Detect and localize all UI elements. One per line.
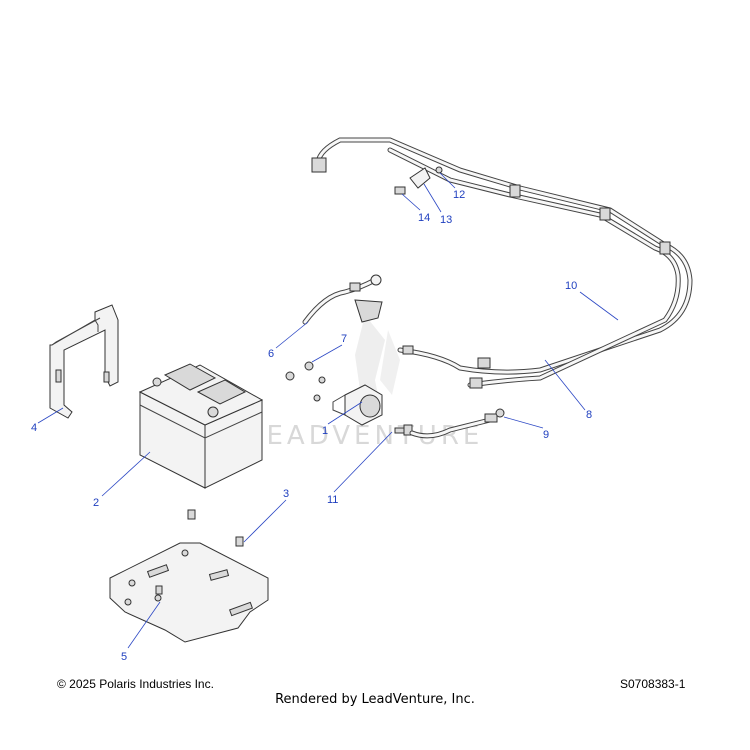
part-battery xyxy=(138,363,264,489)
callout-8: 8 xyxy=(586,409,592,421)
callout-labels: 1 2 3 4 5 6 7 8 9 10 11 12 13 14 xyxy=(31,189,592,663)
leader-12 xyxy=(439,172,456,189)
watermark-logo xyxy=(355,315,400,405)
leader-3 xyxy=(243,499,287,543)
leader-11 xyxy=(333,431,393,493)
part-clip-fasteners xyxy=(394,166,443,195)
leader-6 xyxy=(275,321,309,349)
part-cable-6 xyxy=(302,274,383,325)
leader-2 xyxy=(101,451,151,497)
part-bolt-11 xyxy=(394,424,413,436)
leader-8 xyxy=(544,359,586,411)
leader-4 xyxy=(37,407,64,424)
leader-10 xyxy=(579,291,619,321)
diagram-id: S0708383-1 xyxy=(620,677,686,691)
callout-13: 13 xyxy=(440,214,452,226)
part-bolt-pair xyxy=(155,509,244,595)
leader-1 xyxy=(327,401,363,425)
callout-12: 12 xyxy=(453,189,465,201)
callout-2: 2 xyxy=(93,497,99,509)
part-solenoid xyxy=(332,384,383,426)
rendered-by-text: Rendered by LeadVenture, Inc. xyxy=(275,692,475,707)
watermark: LEADVENTURE xyxy=(248,315,483,451)
part-nuts xyxy=(285,361,326,402)
callout-5: 5 xyxy=(121,651,127,663)
part-cable-9 xyxy=(409,408,505,439)
copyright-text: © 2025 Polaris Industries Inc. xyxy=(57,677,214,691)
callout-4: 4 xyxy=(31,422,37,434)
callout-9: 9 xyxy=(543,429,549,441)
leader-5 xyxy=(127,601,161,649)
leader-7 xyxy=(311,344,343,363)
part-bracket xyxy=(49,304,119,419)
callout-1: 1 xyxy=(322,425,328,437)
callout-3: 3 xyxy=(283,488,289,500)
callout-11: 11 xyxy=(327,494,338,506)
part-harness xyxy=(311,137,693,389)
watermark-text: LEADVENTURE xyxy=(248,421,483,451)
leader-9 xyxy=(503,416,544,429)
leader-14 xyxy=(401,193,421,211)
callout-7: 7 xyxy=(341,333,347,345)
leader-13 xyxy=(423,183,442,213)
callout-10: 10 xyxy=(565,280,577,292)
callout-6: 6 xyxy=(268,348,274,360)
part-base-plate xyxy=(109,542,269,643)
leader-lines xyxy=(37,172,619,649)
callout-14: 14 xyxy=(418,212,430,224)
